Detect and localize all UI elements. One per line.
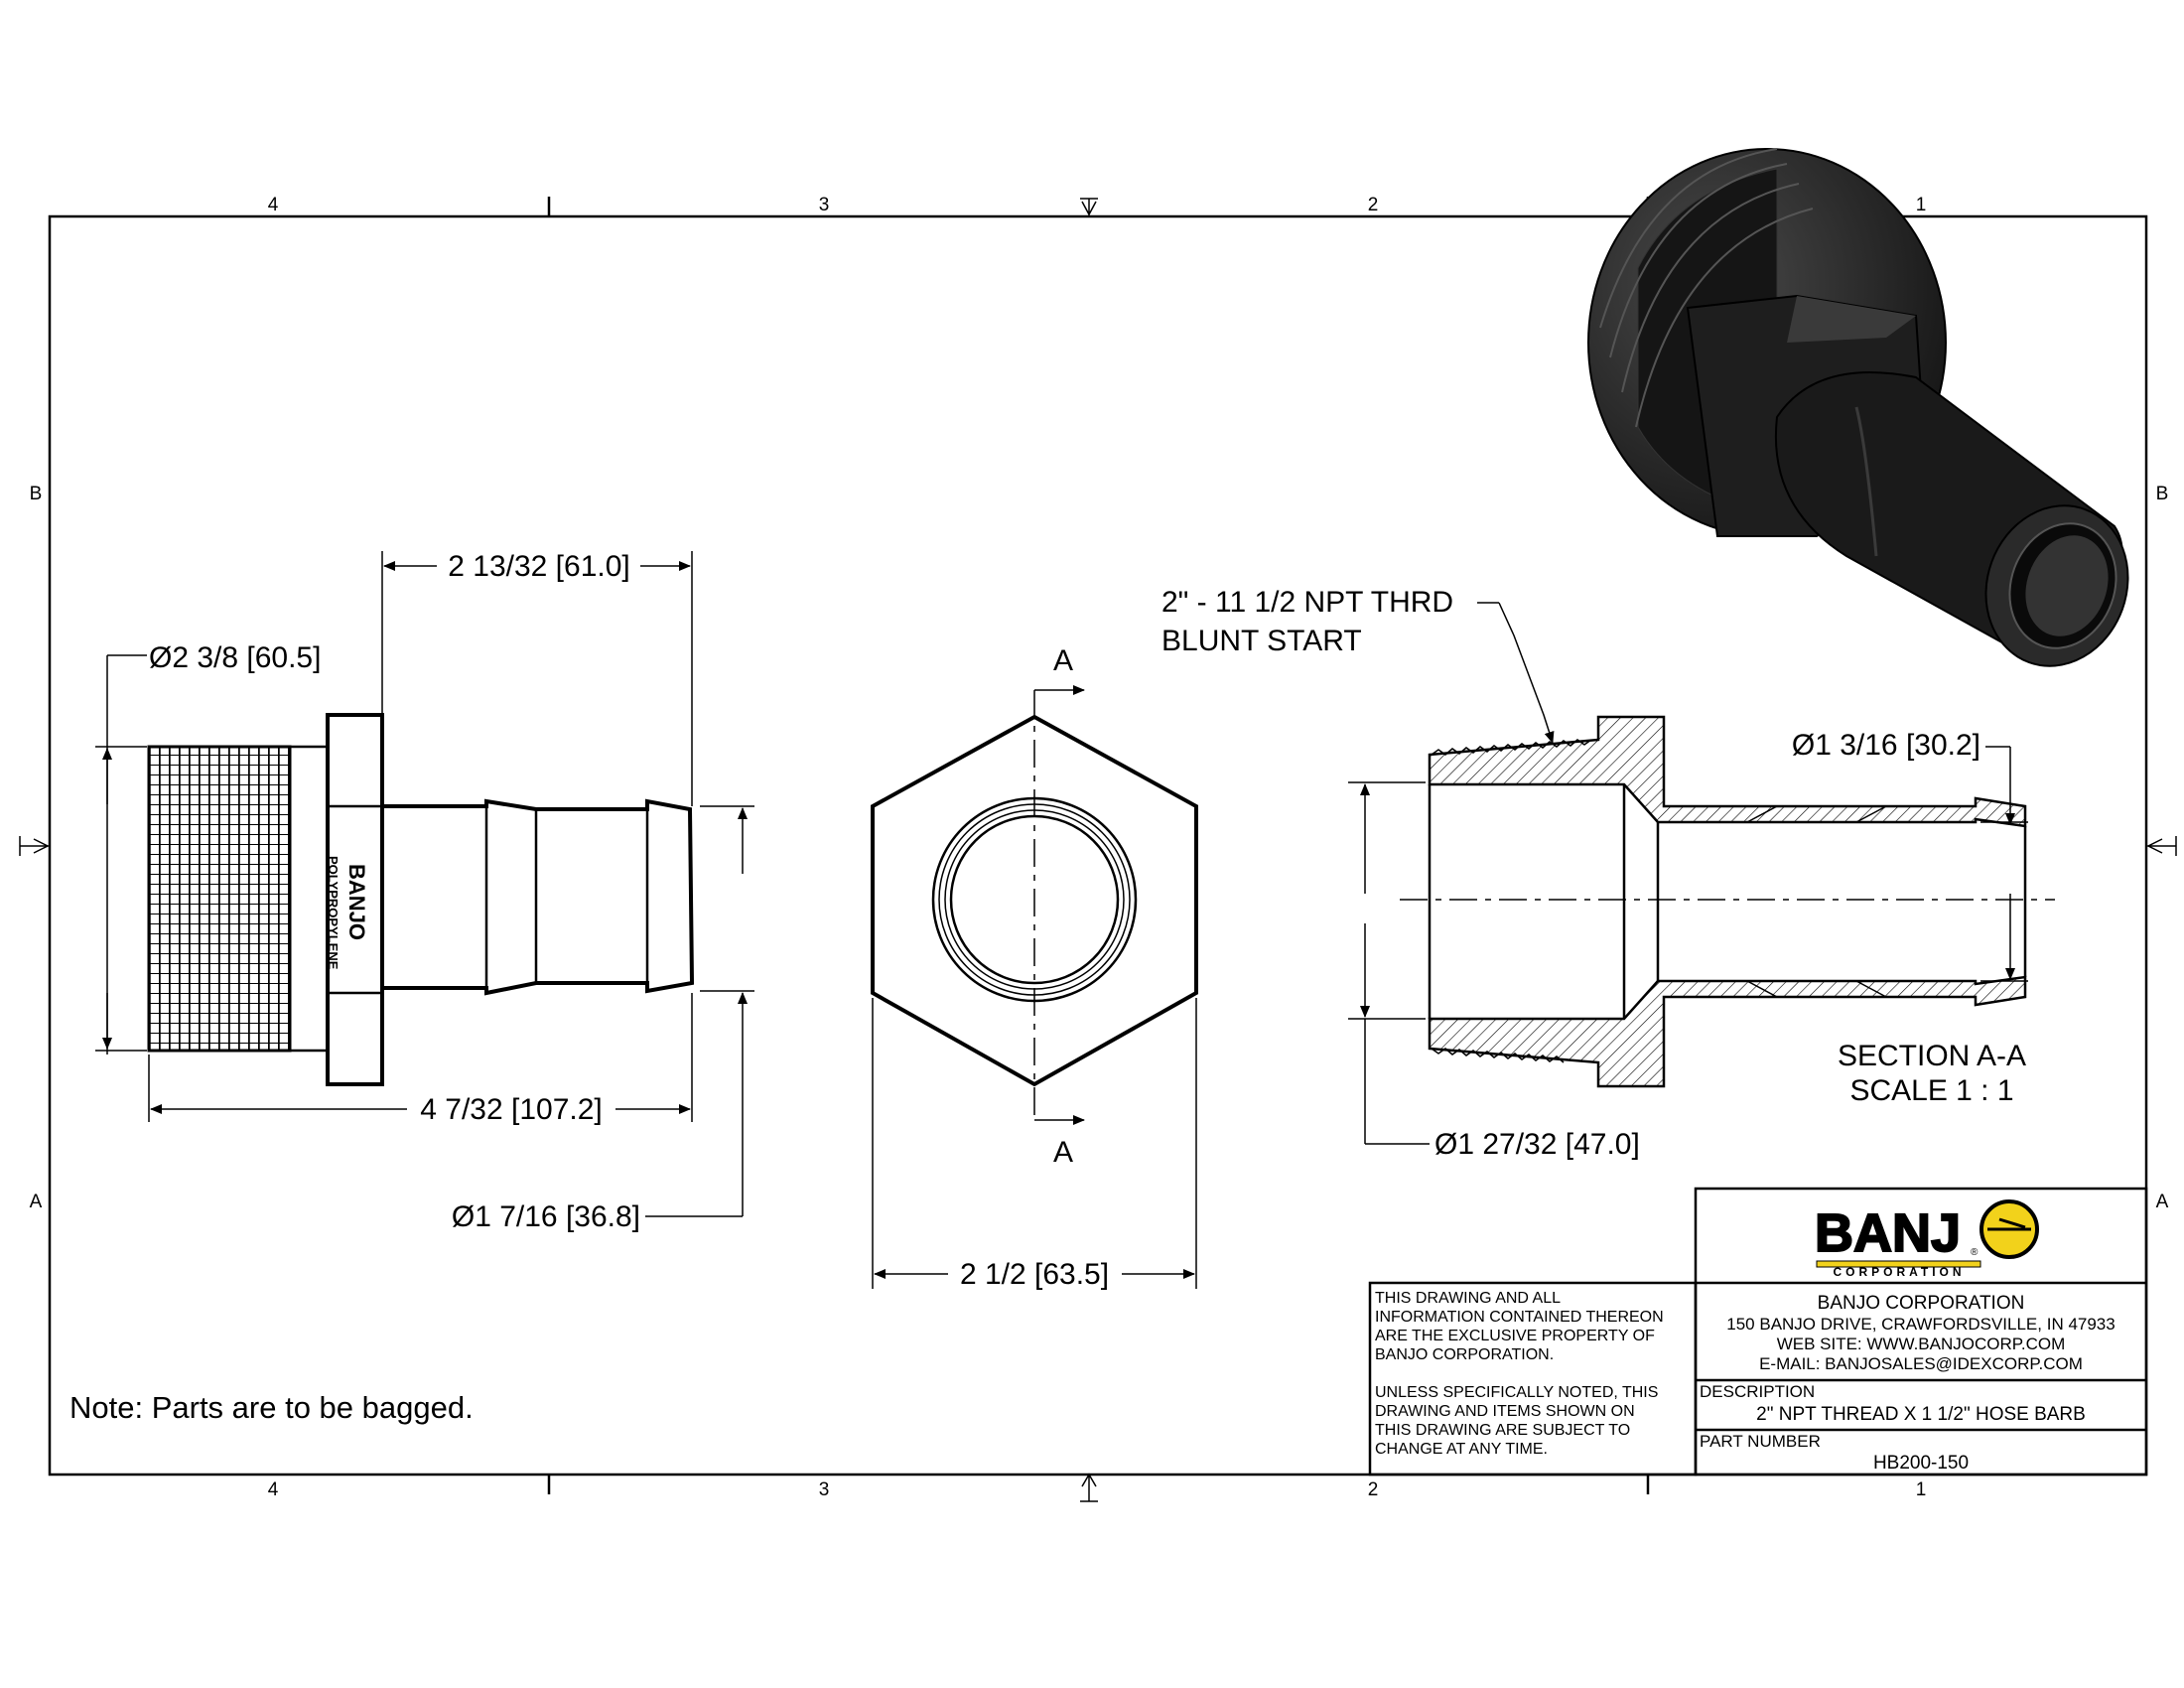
- zone-col-4-bottom: 4: [268, 1479, 279, 1500]
- thread-callout-line1: 2" - 11 1/2 NPT THRD: [1161, 586, 1453, 619]
- description-label: DESCRIPTION: [1700, 1382, 1815, 1401]
- zone-row-a-right: A: [2156, 1192, 2169, 1212]
- zone-col-4-top: 4: [268, 195, 279, 215]
- change-line-2: DRAWING AND ITEMS SHOWN ON: [1375, 1403, 1635, 1420]
- part-marking-material: POLYPROPYLENE: [326, 856, 341, 970]
- dim-hex-to-end: 2 13/32 [61.0]: [448, 550, 630, 583]
- side-view-thread: [147, 745, 292, 1053]
- section-marker-bottom: A: [1053, 1136, 1073, 1169]
- title-block: [1368, 1187, 2148, 1477]
- logo-registered: ®: [1971, 1247, 1979, 1258]
- hex-outline: [871, 714, 1198, 1087]
- banjo-logo: BANJ ® CORPORATION: [1814, 1199, 2039, 1279]
- company-address: 150 BANJO DRIVE, CRAWFORDSVILLE, IN 4793…: [1726, 1315, 2115, 1334]
- side-view: BANJO POLYPROPYLENE: [147, 713, 695, 1086]
- note-text: Note: Parts are to be bagged.: [69, 1390, 474, 1425]
- description-value: 2" NPT THREAD X 1 1/2" HOSE BARB: [1756, 1404, 2086, 1425]
- company-name: BANJO CORPORATION: [1818, 1293, 2025, 1314]
- dim-bore-diameter: Ø1 27/32 [47.0]: [1434, 1128, 1640, 1161]
- zone-col-3-bottom: 3: [819, 1479, 830, 1500]
- company-website: WEB SITE: WWW.BANJOCORP.COM: [1777, 1335, 2066, 1353]
- section-upper-wall: [1428, 715, 2027, 828]
- disclaimer-line-2: INFORMATION CONTAINED THEREON: [1375, 1309, 1664, 1326]
- disclaimer-line-3: ARE THE EXCLUSIVE PROPERTY OF: [1375, 1328, 1655, 1344]
- section-scale: SCALE 1 : 1: [1849, 1074, 2013, 1107]
- thread-callout-line2: BLUNT START: [1161, 625, 1362, 657]
- part-marking-banjo: BANJO: [344, 864, 369, 940]
- change-line-3: THIS DRAWING ARE SUBJECT TO: [1375, 1422, 1630, 1439]
- dim-barb-bore-diameter: Ø1 3/16 [30.2]: [1792, 729, 1980, 762]
- section-view: [1400, 715, 2055, 1088]
- end-view: [871, 685, 1198, 1125]
- section-thread-teeth-bottom: [1431, 1048, 1565, 1063]
- dim-overall-length: 4 7/32 [107.2]: [420, 1093, 603, 1126]
- change-line-1: UNLESS SPECIFICALLY NOTED, THIS: [1375, 1384, 1658, 1401]
- section-title: SECTION A-A: [1838, 1040, 2026, 1072]
- zone-row-b-right: B: [2156, 484, 2169, 504]
- zone-col-1-bottom: 1: [1916, 1479, 1927, 1500]
- section-dimensions: [1348, 746, 2028, 1145]
- side-view-hex: [326, 713, 384, 1086]
- zone-col-1-top: 1: [1916, 195, 1927, 215]
- zone-row-b-left: B: [30, 484, 43, 504]
- isometric-render: [1587, 148, 2129, 667]
- section-marker-top: A: [1053, 644, 1073, 677]
- dim-thread-diameter: Ø2 3/8 [60.5]: [149, 641, 321, 674]
- zone-col-3-top: 3: [819, 195, 830, 215]
- side-view-dimensions: [95, 551, 754, 1217]
- zone-col-2-bottom: 2: [1368, 1479, 1379, 1500]
- logo-wordmark: BANJ: [1815, 1203, 1961, 1263]
- hex-width-dimension: [872, 998, 1197, 1289]
- zone-row-a-left: A: [30, 1192, 43, 1212]
- thread-callout-leader: [1477, 602, 1555, 744]
- part-number-value: HB200-150: [1873, 1453, 1969, 1474]
- dim-hex-across-flats: 2 1/2 [63.5]: [960, 1258, 1109, 1291]
- logo-subtitle: CORPORATION: [1833, 1265, 1965, 1279]
- drawing-border: [19, 197, 2177, 1502]
- part-number-label: PART NUMBER: [1700, 1432, 1821, 1451]
- dim-barb-diameter: Ø1 7/16 [36.8]: [452, 1200, 640, 1233]
- company-email: E-MAIL: BANJOSALES@IDEXCORP.COM: [1759, 1354, 2083, 1373]
- section-thread-teeth-top: [1431, 739, 1592, 756]
- section-lower-wall: [1428, 975, 2027, 1088]
- side-view-barb: [382, 798, 695, 996]
- change-line-4: CHANGE AT ANY TIME.: [1375, 1441, 1548, 1458]
- zone-col-2-top: 2: [1368, 195, 1379, 215]
- disclaimer-line-4: BANJO CORPORATION.: [1375, 1346, 1554, 1363]
- disclaimer-line-1: THIS DRAWING AND ALL: [1375, 1290, 1561, 1307]
